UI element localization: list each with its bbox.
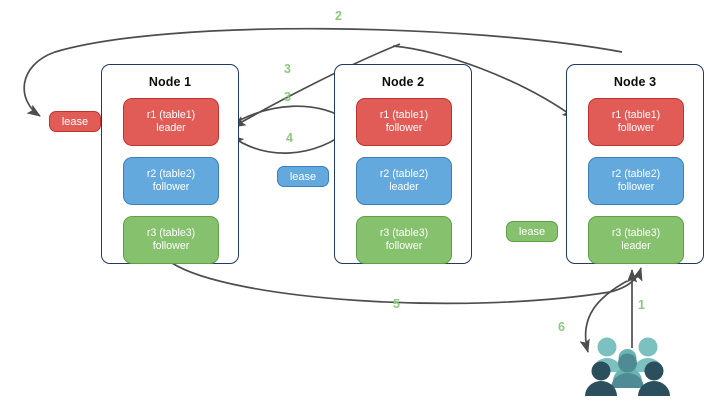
replica-role: follower [152, 181, 190, 193]
replica-name: r2 (table2) [146, 168, 196, 180]
arrow-step-2 [23, 27, 623, 117]
replica-node3-r1[interactable]: r1 (table1) follower [588, 98, 684, 146]
replica-role: follower [617, 181, 655, 193]
node-container-node3[interactable]: Node 3 r1 (table1) follower r2 (table2) … [566, 64, 704, 264]
replica-name: r2 (table2) [611, 168, 661, 180]
arrow-step-3-upper [392, 45, 576, 119]
node-title-node3: Node 3 [613, 75, 657, 89]
replica-role: leader [156, 122, 186, 134]
replica-role: follower [617, 122, 655, 134]
replica-node3-r2[interactable]: r2 (table2) follower [588, 157, 684, 205]
step-label-1: 1 [638, 298, 645, 312]
arrow-step-6 [579, 280, 628, 353]
step-label-4: 4 [286, 131, 293, 145]
node-container-node2[interactable]: Node 2 r1 (table1) follower r2 (table2) … [334, 64, 472, 264]
arrow-step-5 [171, 262, 643, 305]
arrow-step-3-lower [232, 43, 401, 128]
replica-name: r1 (table1) [146, 109, 196, 121]
replica-role: leader [389, 181, 419, 193]
replica-name: r3 (table3) [146, 227, 196, 239]
replica-node2-r2[interactable]: r2 (table2) leader [356, 157, 452, 205]
replica-role: leader [621, 240, 651, 252]
replica-node1-r1[interactable]: r1 (table1) leader [123, 98, 219, 146]
replica-name: r1 (table1) [611, 109, 661, 121]
lease-badge-r3[interactable]: lease [506, 221, 558, 242]
step-label-3-upper: 3 [284, 62, 291, 76]
node-title-node1: Node 1 [148, 75, 192, 89]
node-container-node1[interactable]: Node 1 r1 (table1) leader r2 (table2) fo… [101, 64, 239, 264]
replica-node3-r3[interactable]: r3 (table3) leader [588, 216, 684, 264]
replica-node1-r2[interactable]: r2 (table2) follower [123, 157, 219, 205]
replica-name: r1 (table1) [379, 109, 429, 121]
replica-name: r3 (table3) [379, 227, 429, 239]
node-title-node2: Node 2 [381, 75, 425, 89]
step-label-2: 2 [335, 9, 342, 23]
people-front-row [585, 353, 670, 396]
replica-role: follower [385, 240, 423, 252]
replica-node2-r3[interactable]: r3 (table3) follower [356, 216, 452, 264]
replica-name: r2 (table2) [379, 168, 429, 180]
replica-role: follower [385, 122, 423, 134]
lease-badge-r1[interactable]: lease [49, 111, 101, 132]
step-label-5: 5 [393, 297, 400, 311]
replica-node2-r1[interactable]: r1 (table1) follower [356, 98, 452, 146]
replica-name: r3 (table3) [611, 227, 661, 239]
step-label-6: 6 [558, 320, 565, 334]
lease-badge-r2[interactable]: lease [277, 166, 329, 187]
replica-node1-r3[interactable]: r3 (table3) follower [123, 216, 219, 264]
replica-role: follower [152, 240, 190, 252]
step-label-3-lower: 3 [284, 90, 291, 104]
